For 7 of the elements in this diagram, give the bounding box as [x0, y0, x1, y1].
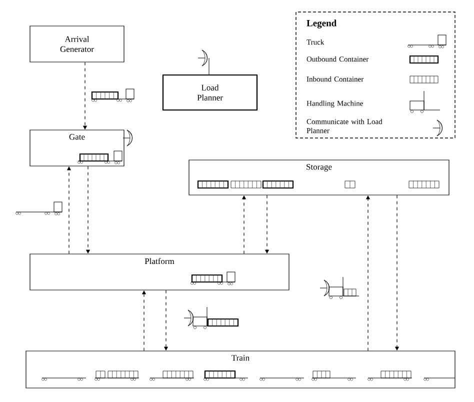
- process-box: Gate: [30, 130, 124, 166]
- process-box: Train: [26, 350, 456, 388]
- process-box: Platform: [30, 254, 290, 290]
- process-box: Storage: [188, 160, 450, 196]
- process-box: Load Planner: [162, 74, 258, 111]
- legend-title: Legend: [306, 20, 337, 28]
- process-box: Arrival Generator: [30, 26, 124, 62]
